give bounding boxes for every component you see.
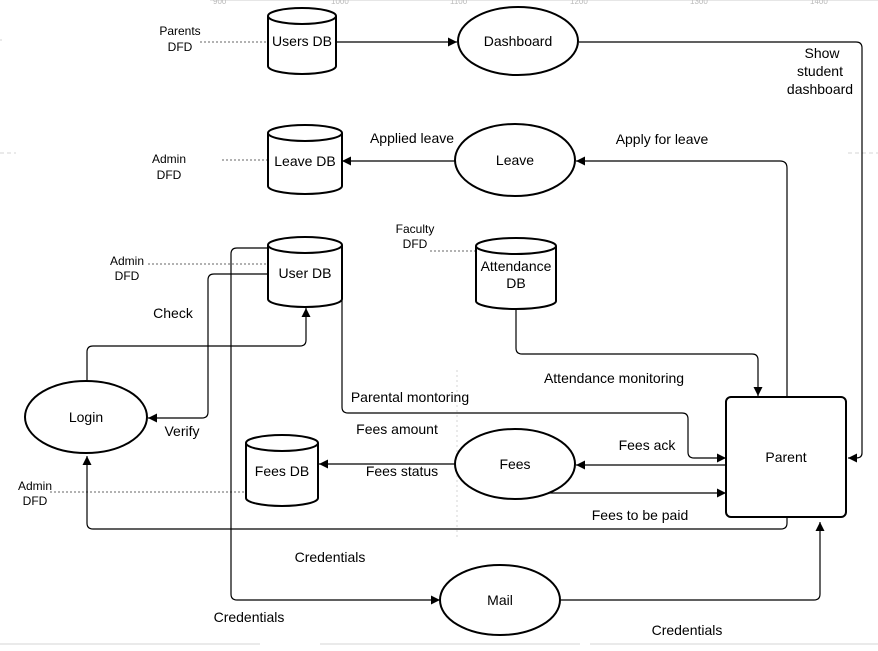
ruler: 900 1000 1100 1200 1300 1400 bbox=[210, 0, 878, 6]
flow-parent-to-login bbox=[82, 456, 788, 530]
fees-db-label: Fees DB bbox=[255, 463, 309, 479]
leave-label: Leave bbox=[496, 152, 534, 168]
dfd-ref-connectors bbox=[50, 41, 476, 493]
fees-status-label: Fees status bbox=[366, 463, 438, 479]
ruler-tick-1400: 1400 bbox=[810, 0, 828, 6]
flow-mail-to-parent bbox=[561, 522, 825, 601]
user-db-label: User DB bbox=[279, 265, 332, 281]
flow-userdb-to-parent bbox=[341, 300, 726, 463]
mail-label: Mail bbox=[487, 592, 513, 608]
leave-db-store[interactable]: Leave DB bbox=[267, 124, 343, 195]
admin-dfd-leave-line1: Admin bbox=[152, 152, 186, 166]
admin-dfd-fees-line2: DFD bbox=[23, 494, 48, 508]
users-db-store[interactable]: Users DB bbox=[267, 7, 337, 75]
show-dashboard-label-line2: student bbox=[797, 63, 843, 79]
flow-parent-to-leave bbox=[576, 156, 788, 396]
dashboard-process[interactable]: Dashboard bbox=[457, 6, 579, 76]
attendance-db-store[interactable]: Attendance DB bbox=[475, 237, 557, 310]
admin-dfd-fees-line1: Admin bbox=[18, 479, 52, 493]
flow-attendancedb-to-parent bbox=[515, 310, 763, 396]
flow-userdb-to-mail bbox=[230, 247, 440, 605]
attendance-db-label-line2: DB bbox=[506, 275, 525, 291]
fees-ack-label: Fees ack bbox=[619, 437, 677, 453]
ruler-tick-1100: 1100 bbox=[450, 0, 468, 6]
faculty-dfd-line1: Faculty bbox=[396, 222, 435, 236]
parents-dfd-line2: DFD bbox=[168, 40, 193, 54]
flow-login-to-userdb bbox=[86, 308, 311, 383]
fees-to-be-paid-label: Fees to be paid bbox=[592, 507, 689, 523]
login-label: Login bbox=[69, 409, 103, 425]
leave-db-label: Leave DB bbox=[274, 153, 335, 169]
users-db-label: Users DB bbox=[272, 33, 332, 49]
admin-dfd-leave-line2: DFD bbox=[157, 168, 182, 182]
attendance-db-label-line1: Attendance bbox=[481, 258, 552, 274]
parent-label: Parent bbox=[765, 449, 806, 465]
leave-process[interactable]: Leave bbox=[454, 123, 576, 197]
credentials-label-2: Credentials bbox=[214, 609, 285, 625]
admin-dfd-user-line2: DFD bbox=[115, 269, 140, 283]
data-flows bbox=[82, 37, 863, 605]
fees-amount-label: Fees amount bbox=[356, 421, 438, 437]
parents-dfd-line1: Parents bbox=[159, 24, 200, 38]
fees-process[interactable]: Fees bbox=[454, 428, 576, 500]
admin-dfd-user-line1: Admin bbox=[110, 254, 144, 268]
parental-monitoring-label: Parental montoring bbox=[351, 389, 469, 405]
flow-userdb-to-login bbox=[148, 273, 268, 423]
faculty-dfd-line2: DFD bbox=[403, 237, 428, 251]
applied-leave-label: Applied leave bbox=[370, 130, 454, 146]
ruler-tick-900: 900 bbox=[213, 0, 227, 6]
ruler-tick-1000: 1000 bbox=[331, 0, 349, 6]
verify-label: Verify bbox=[164, 423, 199, 439]
flow-labels: Show student dashboard Applied leave App… bbox=[153, 45, 853, 638]
user-db-store[interactable]: User DB bbox=[267, 236, 343, 308]
show-dashboard-label-line3: dashboard bbox=[787, 81, 853, 97]
attendance-monitoring-label: Attendance monitoring bbox=[544, 370, 684, 386]
fees-label: Fees bbox=[499, 456, 530, 472]
flow-dashboard-to-parent bbox=[579, 41, 863, 463]
dashboard-label: Dashboard bbox=[484, 33, 553, 49]
ruler-tick-1200: 1200 bbox=[570, 0, 588, 6]
login-process[interactable]: Login bbox=[24, 380, 148, 454]
show-dashboard-label-line1: Show bbox=[804, 45, 840, 61]
dfd-ref-labels: Parents DFD Admin DFD Faculty DFD Admin … bbox=[18, 24, 434, 508]
check-label: Check bbox=[153, 305, 194, 321]
apply-for-leave-label: Apply for leave bbox=[616, 131, 709, 147]
credentials-label-1: Credentials bbox=[295, 549, 366, 565]
ruler-tick-1300: 1300 bbox=[690, 0, 708, 6]
fees-db-store[interactable]: Fees DB bbox=[245, 434, 319, 507]
mail-process[interactable]: Mail bbox=[439, 564, 561, 636]
parent-entity[interactable]: Parent bbox=[725, 396, 847, 518]
credentials-label-3: Credentials bbox=[652, 622, 723, 638]
